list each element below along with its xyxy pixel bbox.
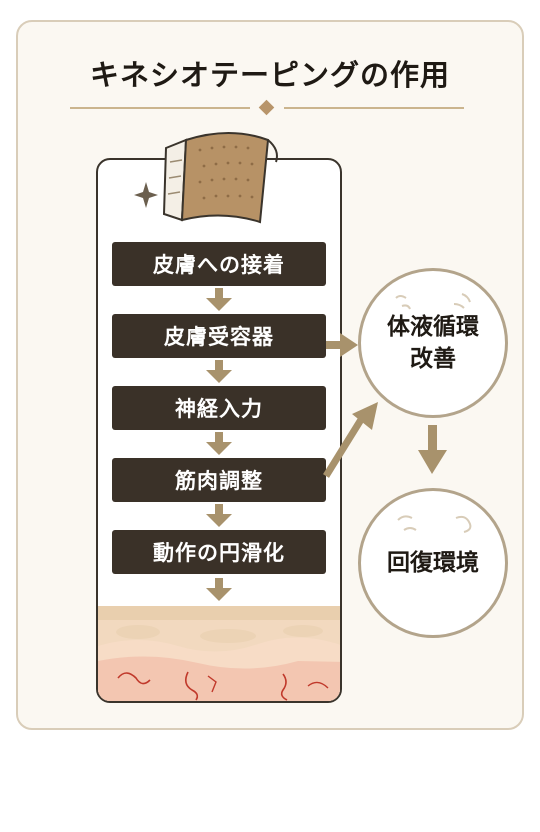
skin-layer-illustration <box>98 606 340 701</box>
outcome-label-line2: 改善 <box>410 346 456 372</box>
process-panel <box>96 158 342 703</box>
step-skin-adhesion: 皮膚への接着 <box>112 242 326 286</box>
outcome-fluid-circulation: 体液循環 改善 <box>358 268 508 418</box>
outcome-recovery-environment: 回復環境 <box>358 488 508 638</box>
page-title: キネシオテーピングの作用 <box>89 58 450 92</box>
arrow-down-icon <box>206 578 232 601</box>
arrow-down-icon <box>206 288 232 311</box>
step-smooth-movement: 動作の円滑化 <box>112 530 326 574</box>
arrow-down-icon <box>206 360 232 383</box>
texture-icon <box>397 515 472 533</box>
divider-right <box>284 107 464 109</box>
texture-icon <box>395 293 471 310</box>
step-nerve-input: 神経入力 <box>112 386 326 430</box>
outcome-label: 回復環境 <box>387 549 479 576</box>
outcome-label-line1: 体液循環 <box>387 313 479 340</box>
arrow-down-icon <box>206 504 232 527</box>
step-muscle-adjustment: 筋肉調整 <box>112 458 326 502</box>
divider-left <box>70 107 250 109</box>
arrow-down-icon <box>206 432 232 455</box>
step-skin-receptors: 皮膚受容器 <box>112 314 326 358</box>
